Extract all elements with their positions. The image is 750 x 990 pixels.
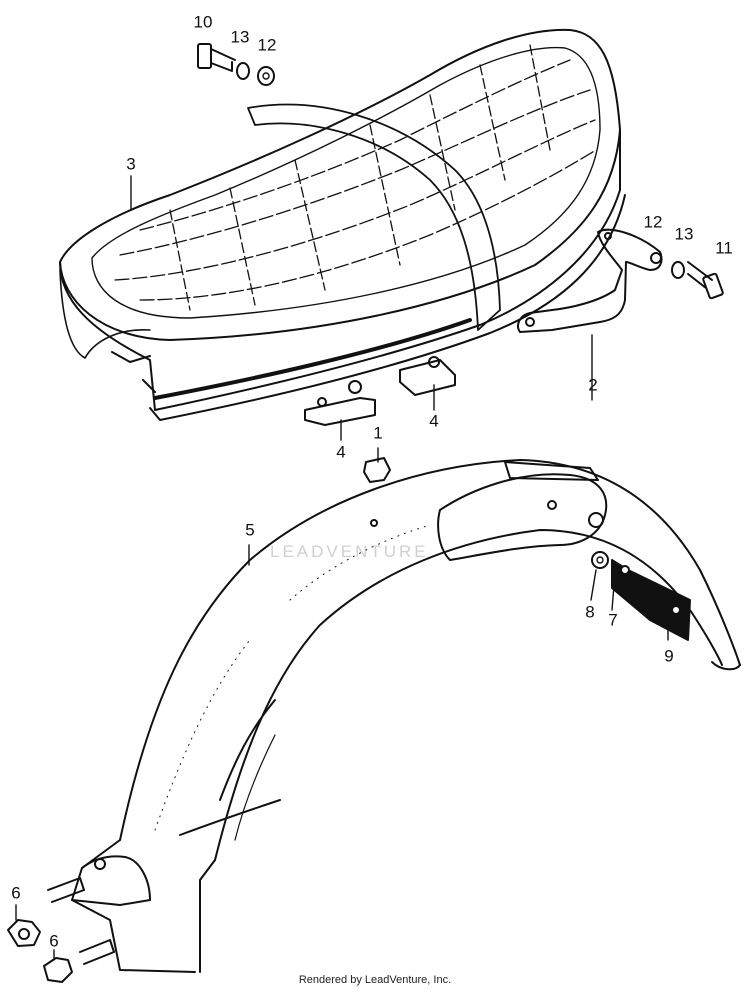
- washer-13-top: [236, 62, 250, 80]
- callout-10: 10: [193, 12, 213, 32]
- callout-13: 13: [230, 27, 250, 47]
- reflector-7: [611, 559, 691, 641]
- callout-11: 11: [715, 238, 733, 258]
- washer-13-right: [671, 261, 685, 279]
- callout-6-lower: 6: [49, 931, 59, 951]
- watermark-text: LEADVENTURE: [270, 542, 429, 561]
- callout-12: 12: [257, 35, 277, 55]
- cushion-4-right: [399, 356, 456, 396]
- callout-6-upper: 6: [11, 883, 21, 903]
- callout-4-left: 4: [336, 442, 346, 462]
- seat-bracket-2: [517, 228, 663, 333]
- cushion-4-left: [304, 380, 376, 426]
- nut-6-lower: [43, 939, 115, 983]
- callout-2: 2: [588, 375, 598, 395]
- callout-12-right: 12: [643, 212, 663, 232]
- callout-3: 3: [126, 154, 136, 174]
- callout-9: 9: [664, 646, 674, 666]
- callout-4-right: 4: [429, 411, 439, 431]
- rear-fender-5: [71, 459, 741, 973]
- bolt-10: [197, 43, 236, 72]
- callout-5: 5: [245, 520, 255, 540]
- callout-7: 7: [608, 610, 618, 630]
- clip-1: [363, 457, 391, 483]
- seat-assembly: [59, 28, 626, 421]
- callout-13-right: 13: [674, 224, 694, 244]
- nut-8: [591, 551, 609, 569]
- bolt-11: [687, 261, 724, 300]
- footer-credit: Rendered by LeadVenture, Inc.: [298, 974, 452, 986]
- nut-6-upper: [7, 877, 85, 947]
- callout-1: 1: [373, 423, 383, 443]
- washer-12-top: [257, 66, 275, 86]
- callout-8: 8: [585, 602, 595, 622]
